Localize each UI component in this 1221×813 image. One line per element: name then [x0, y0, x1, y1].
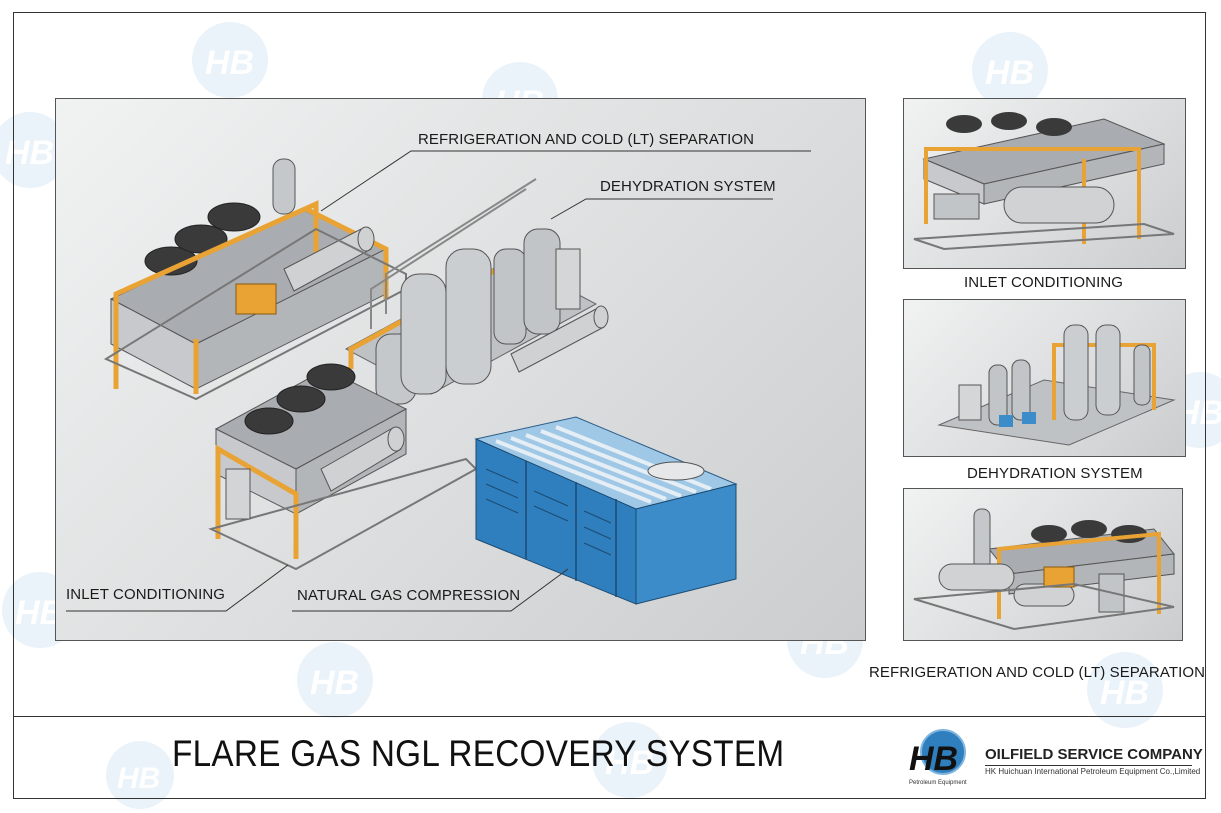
compression-container [474, 416, 738, 605]
refrigeration-skid [103, 158, 407, 401]
hb-globe-logo-icon: HB [909, 729, 966, 778]
main-3d-view: REFRIGERATION AND COLD (LT) SEPARATION D… [55, 98, 866, 641]
cooler-fan-icon [244, 363, 356, 435]
drawing-title: FLARE GAS NGL RECOVERY SYSTEM [172, 733, 785, 774]
main-plant-drawing [66, 150, 811, 612]
inlet-separator [320, 426, 405, 492]
side-caption-refrigeration: REFRIGERATION AND COLD (LT) SEPARATION [869, 664, 1206, 681]
side-caption-inlet: INLET CONDITIONING [964, 274, 1124, 291]
line-heater [510, 305, 609, 373]
separator-vessel [283, 226, 375, 292]
title-block-divider [13, 716, 1206, 717]
side-caption-dehydration: DEHYDRATION SYSTEM [967, 465, 1143, 482]
container-vent [485, 468, 612, 556]
logo-caption: Petroleum Equipment [909, 780, 967, 786]
dehydration-skid-drawing [937, 324, 1176, 446]
side-view-inlet [903, 98, 1186, 269]
cooler-fan-icon [144, 202, 261, 276]
label-gas-compression: NATURAL GAS COMPRESSION [297, 587, 521, 604]
company-full-name: HK Huichuan International Petroleum Equi… [985, 767, 1201, 776]
inlet-separator [1003, 186, 1115, 224]
refrigeration-skid-drawing [913, 508, 1175, 631]
label-leaders [66, 150, 811, 612]
label-refrigeration: REFRIGERATION AND COLD (LT) SEPARATION [418, 131, 755, 148]
label-inlet-conditioning: INLET CONDITIONING [66, 586, 226, 603]
inlet-skid-drawing [913, 112, 1175, 251]
side-view-dehydration [903, 299, 1186, 457]
inlet-conditioning-skid [208, 363, 478, 571]
dehydration-skid [344, 178, 609, 405]
company-name: OILFIELD SERVICE COMPANY [985, 746, 1203, 763]
company-rule [985, 765, 1192, 766]
side-view-refrigeration [903, 488, 1183, 641]
logo-letters: HB [909, 740, 958, 778]
cooler-fan-icon [946, 112, 1072, 136]
drawing-frame [13, 12, 1206, 799]
label-dehydration: DEHYDRATION SYSTEM [600, 178, 776, 195]
